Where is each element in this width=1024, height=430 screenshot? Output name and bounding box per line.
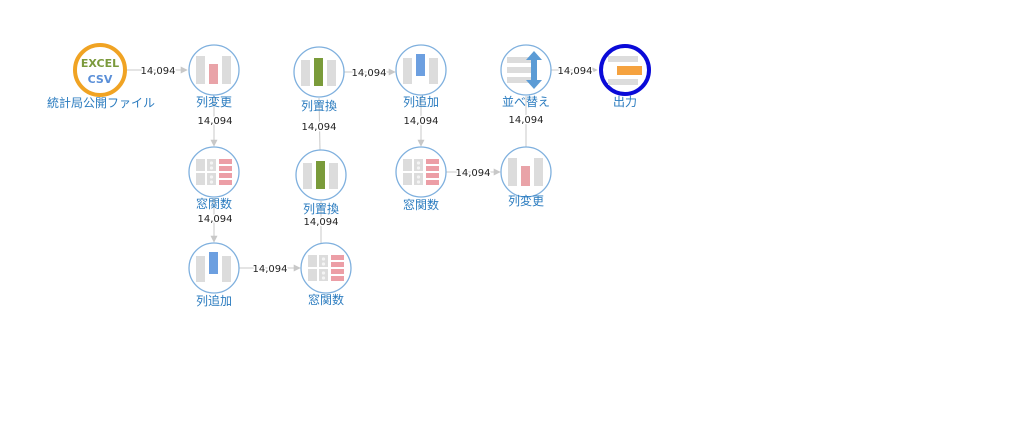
edge-window-to-replace-column: 14,094 — [302, 201, 340, 243]
edge-add-column-to-window: 14,094 — [239, 263, 301, 277]
replace-column-node-label[interactable]: 列置換 — [303, 202, 339, 216]
edge-window-to-add-column: 14,094 — [196, 198, 234, 243]
add-column-node-label[interactable]: 列追加 — [403, 94, 439, 109]
nodes: EXCEL CSV 統計局公開ファイル 列変更 窓関数 列追加 窓関数 — [47, 43, 651, 308]
edge-change-columns-to-sort: 14,094 — [507, 96, 545, 147]
edge-row-count: 14,094 — [509, 115, 544, 126]
replace-column-icon — [303, 161, 338, 189]
edge-change-columns-to-window: 14,094 — [196, 96, 234, 147]
edge-row-count: 14,094 — [198, 116, 233, 127]
change-columns-node[interactable] — [188, 44, 240, 96]
replace-column-icon — [301, 58, 336, 86]
sort-node[interactable] — [500, 44, 552, 96]
replace-column-node-label[interactable]: 列置換 — [301, 99, 337, 113]
badge-excel: EXCEL — [81, 57, 119, 70]
edge-row-count: 14,094 — [352, 68, 387, 79]
replace-column-node[interactable] — [295, 149, 347, 201]
window-function-node-label[interactable]: 窓関数 — [403, 197, 439, 212]
window-function-node-label[interactable]: 窓関数 — [196, 196, 232, 211]
add-column-node[interactable] — [395, 44, 447, 96]
node-ring — [300, 242, 352, 294]
node-ring — [395, 146, 447, 198]
add-column-node-label[interactable]: 列追加 — [196, 293, 232, 308]
add-column-node[interactable] — [188, 242, 240, 294]
source-node[interactable]: EXCEL CSV — [73, 43, 127, 97]
edge-row-count: 14,094 — [456, 168, 491, 179]
edge-row-count: 14,094 — [141, 66, 176, 77]
window-function-node[interactable] — [395, 146, 447, 198]
edge-row-count: 14,094 — [302, 122, 337, 133]
edge-row-count: 14,094 — [304, 217, 339, 228]
edges: 14,094 14,094 14,094 14,094 14,094 14,09… — [127, 65, 598, 277]
window-function-node-label[interactable]: 窓関数 — [308, 292, 344, 307]
window-function-node[interactable] — [188, 146, 240, 198]
output-node-label[interactable]: 出力 — [613, 95, 637, 109]
edge-add-column-to-window: 14,094 — [402, 96, 440, 147]
edge-row-count: 14,094 — [253, 264, 288, 275]
replace-column-node[interactable] — [293, 46, 345, 98]
output-node[interactable] — [599, 44, 651, 96]
change-columns-node[interactable] — [500, 146, 552, 198]
edge-row-count: 14,094 — [404, 116, 439, 127]
badge-csv: CSV — [88, 73, 113, 86]
source-node-ring — [73, 43, 127, 97]
edge-sort-to-output: 14,094 — [551, 65, 598, 79]
edge-replace-column-to-add-column: 14,094 — [344, 67, 396, 81]
edge-row-count: 14,094 — [558, 66, 593, 77]
change-columns-node-label[interactable]: 列変更 — [196, 94, 232, 109]
change-columns-node-label[interactable]: 列変更 — [508, 193, 544, 208]
source-node-label[interactable]: 統計局公開ファイル — [47, 95, 155, 110]
edge-window-to-change-columns: 14,094 — [446, 167, 501, 181]
window-function-node[interactable] — [300, 242, 352, 294]
excel-csv-source-icon: EXCEL CSV — [81, 57, 119, 86]
sort-node-label[interactable]: 並べ替え — [502, 95, 550, 109]
edge-row-count: 14,094 — [198, 214, 233, 225]
edge-replace-column-to-replace-column: 14,094 — [300, 97, 338, 151]
edge-source-to-change-columns: 14,094 — [127, 65, 188, 79]
node-ring — [188, 146, 240, 198]
